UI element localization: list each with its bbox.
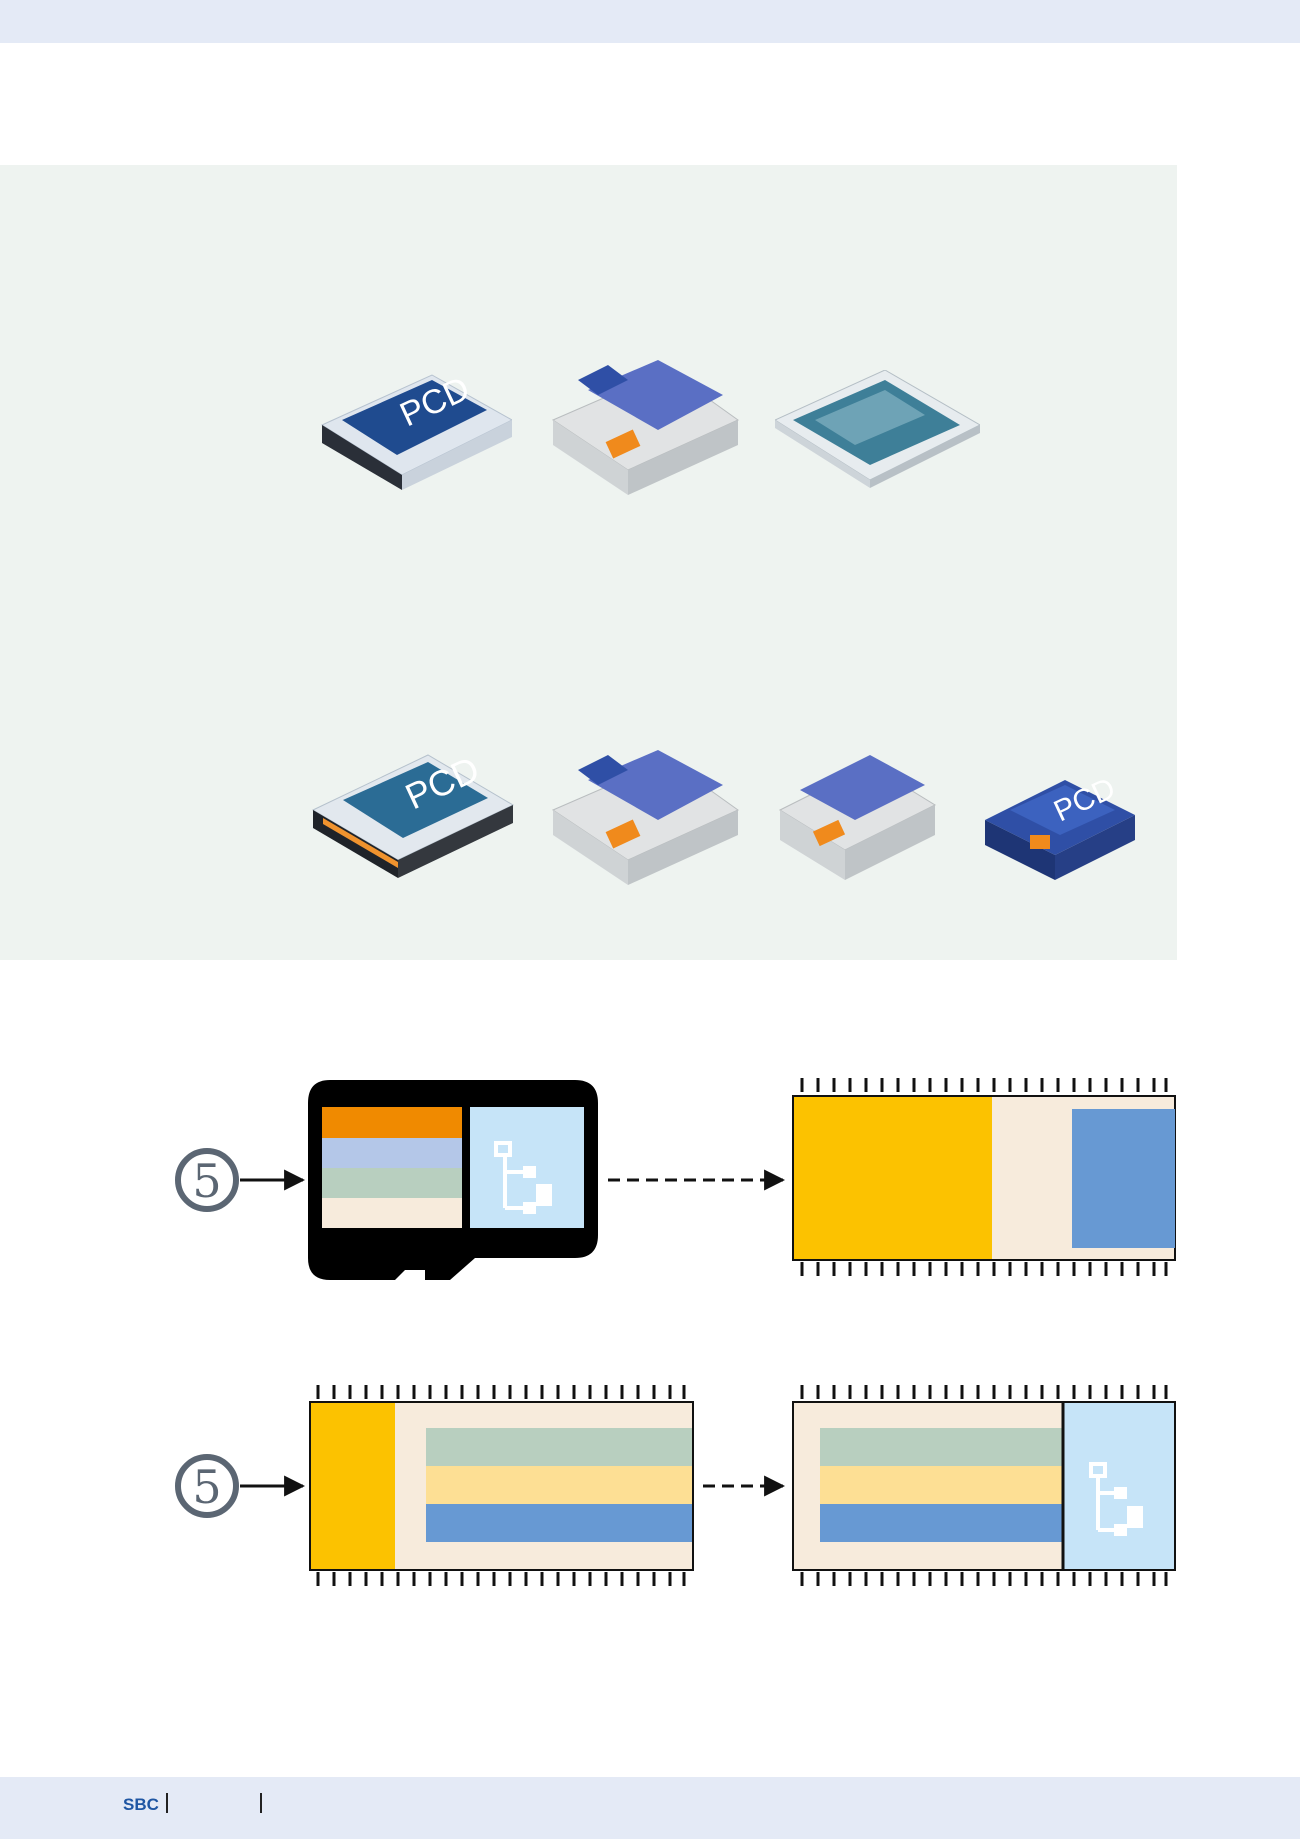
svg-text:5: 5 <box>192 1460 221 1514</box>
file-tree-2-icon <box>1089 1462 1143 1536</box>
touch-panel-image <box>775 370 980 488</box>
memory-chip-2-icon <box>309 1385 694 1586</box>
header-band <box>0 0 1300 43</box>
microsd-card-icon <box>308 1080 598 1280</box>
footer-separator-2 <box>260 1793 262 1813</box>
pcd-compact-controller-image: PCD <box>320 369 512 490</box>
product-image-panel: PCD PCD <box>0 165 1177 960</box>
step-badge-icon: 5 <box>175 1148 239 1212</box>
pcd-io-controller-image: PCD <box>985 772 1135 880</box>
pcd-modular-controller-2-image <box>551 750 739 885</box>
footer-brand-logo: SBC <box>123 1795 159 1814</box>
memory-chip-icon <box>792 1078 1176 1276</box>
file-tree-icon <box>494 1141 552 1214</box>
pcd-modular-small-controller-image <box>778 755 937 880</box>
svg-text:5: 5 <box>192 1154 221 1208</box>
memory-chip-3-icon <box>792 1385 1176 1586</box>
pcd-modular-controller-image <box>551 360 739 495</box>
memory-diagram: 5 5 <box>175 1078 1176 1586</box>
footer-separator <box>166 1793 168 1813</box>
pcd-compact-large-controller-image: PCD <box>311 748 515 878</box>
step-badge-2-icon: 5 <box>175 1454 239 1518</box>
footer-band <box>0 1777 1300 1839</box>
